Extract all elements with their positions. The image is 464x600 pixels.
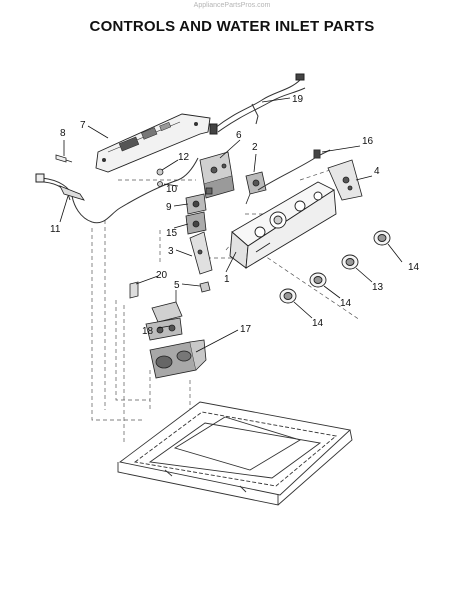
callout-20: 20 <box>156 270 168 281</box>
callout-12: 12 <box>178 152 190 163</box>
clip-5 <box>199 281 211 293</box>
water-level-switch <box>245 171 267 205</box>
knob-13 <box>341 254 359 270</box>
callout-9: 9 <box>166 202 172 213</box>
callout-3: 3 <box>168 246 174 257</box>
screw-8 <box>55 154 73 163</box>
cabinet-base <box>117 401 353 506</box>
callout-5: 5 <box>174 280 180 291</box>
callout-14-left: 14 <box>312 318 324 329</box>
wire-16 <box>257 149 331 191</box>
callout-15: 15 <box>166 228 178 239</box>
callout-16: 16 <box>362 136 374 147</box>
callout-14-middle: 14 <box>340 298 352 309</box>
callout-13: 13 <box>372 282 384 293</box>
switch-15 <box>185 211 207 235</box>
callout-labels: 1 2 3 4 5 6 7 8 9 10 11 12 13 14 14 14 1… <box>50 94 420 337</box>
callout-7: 7 <box>80 120 86 131</box>
reference-lines <box>91 164 361 445</box>
callout-19: 19 <box>292 94 304 105</box>
callout-17: 17 <box>240 324 252 335</box>
screw-20 <box>129 281 139 299</box>
bracket-3 <box>189 231 213 275</box>
water-inlet-valve <box>145 290 207 379</box>
knob-14-right <box>373 230 391 246</box>
callout-11: 11 <box>50 224 61 235</box>
callout-4: 4 <box>374 166 380 177</box>
clip-12 <box>156 168 164 187</box>
end-cap-4 <box>327 159 363 201</box>
watermark: AppliancePartsPros.com <box>193 2 271 9</box>
callout-14-right: 14 <box>408 262 420 273</box>
callout-6: 6 <box>236 130 242 141</box>
leader-lines <box>59 97 403 353</box>
callout-8: 8 <box>60 128 66 139</box>
page-title: CONTROLS AND WATER INLET PARTS <box>89 18 375 35</box>
console-back-panel <box>95 113 211 173</box>
control-switch <box>199 151 235 199</box>
knob-14-left <box>279 288 297 304</box>
power-cord <box>35 157 199 224</box>
switch-9 <box>185 193 207 215</box>
callout-10: 10 <box>166 184 178 195</box>
callout-2: 2 <box>252 142 258 153</box>
callout-1: 1 <box>224 274 230 285</box>
callout-18: 18 <box>142 326 154 337</box>
control-panel <box>229 181 337 269</box>
knob-14-middle <box>309 272 327 288</box>
wire-harness-top <box>209 73 306 135</box>
